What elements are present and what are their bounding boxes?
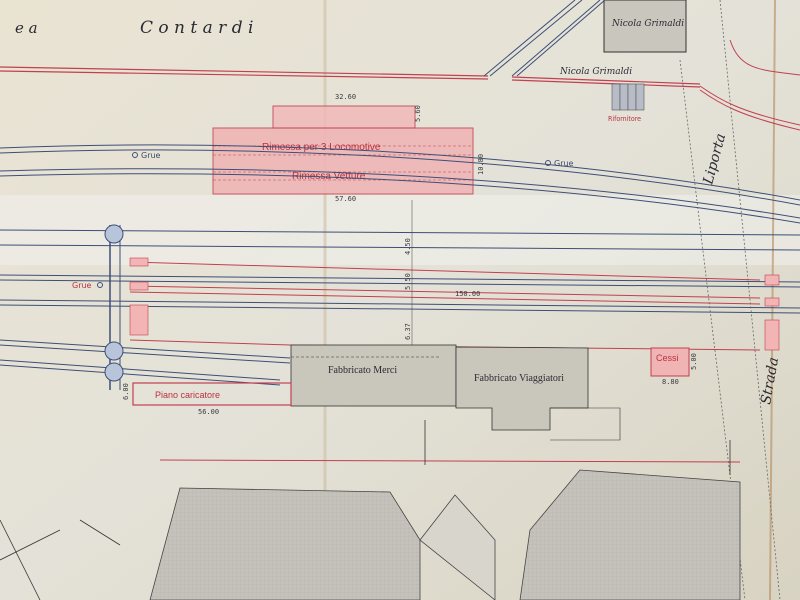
street-label: e a <box>15 19 38 37</box>
rimessa-vetture-label: Rimessa Vetture <box>292 171 366 182</box>
piano-caricatore-label: Piano caricatore <box>155 390 220 400</box>
fabbricato-viaggiatori <box>455 346 589 431</box>
boundary-line <box>0 39 800 131</box>
lower-lines <box>0 420 731 600</box>
crane-2: Grue <box>545 159 574 168</box>
lower-yard-left <box>149 487 421 600</box>
nicola-grimaldi-building-label: Nicola Grimaldi <box>611 19 684 29</box>
nicola-grimaldi-building <box>603 0 687 53</box>
fabbricato-merci <box>290 344 457 407</box>
fold-band <box>0 195 800 265</box>
fabbricato-viaggiatori-label: Fabbricato Viaggiatori <box>474 373 564 384</box>
diagonal-siding <box>483 0 606 77</box>
dim-spacing-c: 6.37 <box>404 323 412 340</box>
dim-rimessa-depth: 10.80 <box>477 154 485 175</box>
dim-spacing-b: 5.50 <box>404 273 412 290</box>
rimessa-track-lines <box>213 145 473 181</box>
dim-rimessa-width: 57.60 <box>335 195 356 203</box>
annex-outline <box>550 407 621 441</box>
railway-tracks <box>0 144 800 390</box>
cessi-building <box>650 347 690 377</box>
dim-track-length: 150.00 <box>455 290 480 298</box>
buffer-stops <box>129 257 780 351</box>
turntables <box>104 224 124 382</box>
dim-spacing-a: 4.50 <box>404 238 412 255</box>
dim-piano-width: 56.00 <box>198 408 219 416</box>
dim-rimessa-top-depth: 5.60 <box>414 105 422 122</box>
dim-rimessa-top-width: 32.60 <box>335 93 356 101</box>
rifornitore-tanks <box>611 83 645 111</box>
crane-label: Grue <box>72 281 92 290</box>
crane-1: Grue <box>132 151 161 160</box>
crane-3: Grue <box>72 281 103 290</box>
rimessa-locomotive-label: Rimessa per 3 Locomotive <box>262 142 381 153</box>
dim-piano-depth: 6.00 <box>122 383 130 400</box>
rimessa-annex <box>272 105 416 129</box>
nicola-grimaldi-street-label: Nicola Grimaldi <box>559 67 632 77</box>
fabbricato-merci-label: Fabbricato Merci <box>328 365 397 376</box>
dim-cessi-depth: 5.00 <box>690 353 698 370</box>
rimessa-building <box>212 127 474 195</box>
rifornitore-label: Rifornitore <box>608 115 641 123</box>
lower-boundary <box>159 459 741 463</box>
lower-yard-center <box>419 494 496 600</box>
street-label-contardi: C o n t a r d i <box>140 18 253 38</box>
cessi-label: Cessi <box>656 353 679 363</box>
crane-label: Grue <box>554 159 574 168</box>
dim-cessi-width: 8.80 <box>662 378 679 386</box>
piano-caricatore <box>132 382 292 406</box>
lower-yard-right <box>519 469 741 600</box>
crane-label: Grue <box>141 151 161 160</box>
